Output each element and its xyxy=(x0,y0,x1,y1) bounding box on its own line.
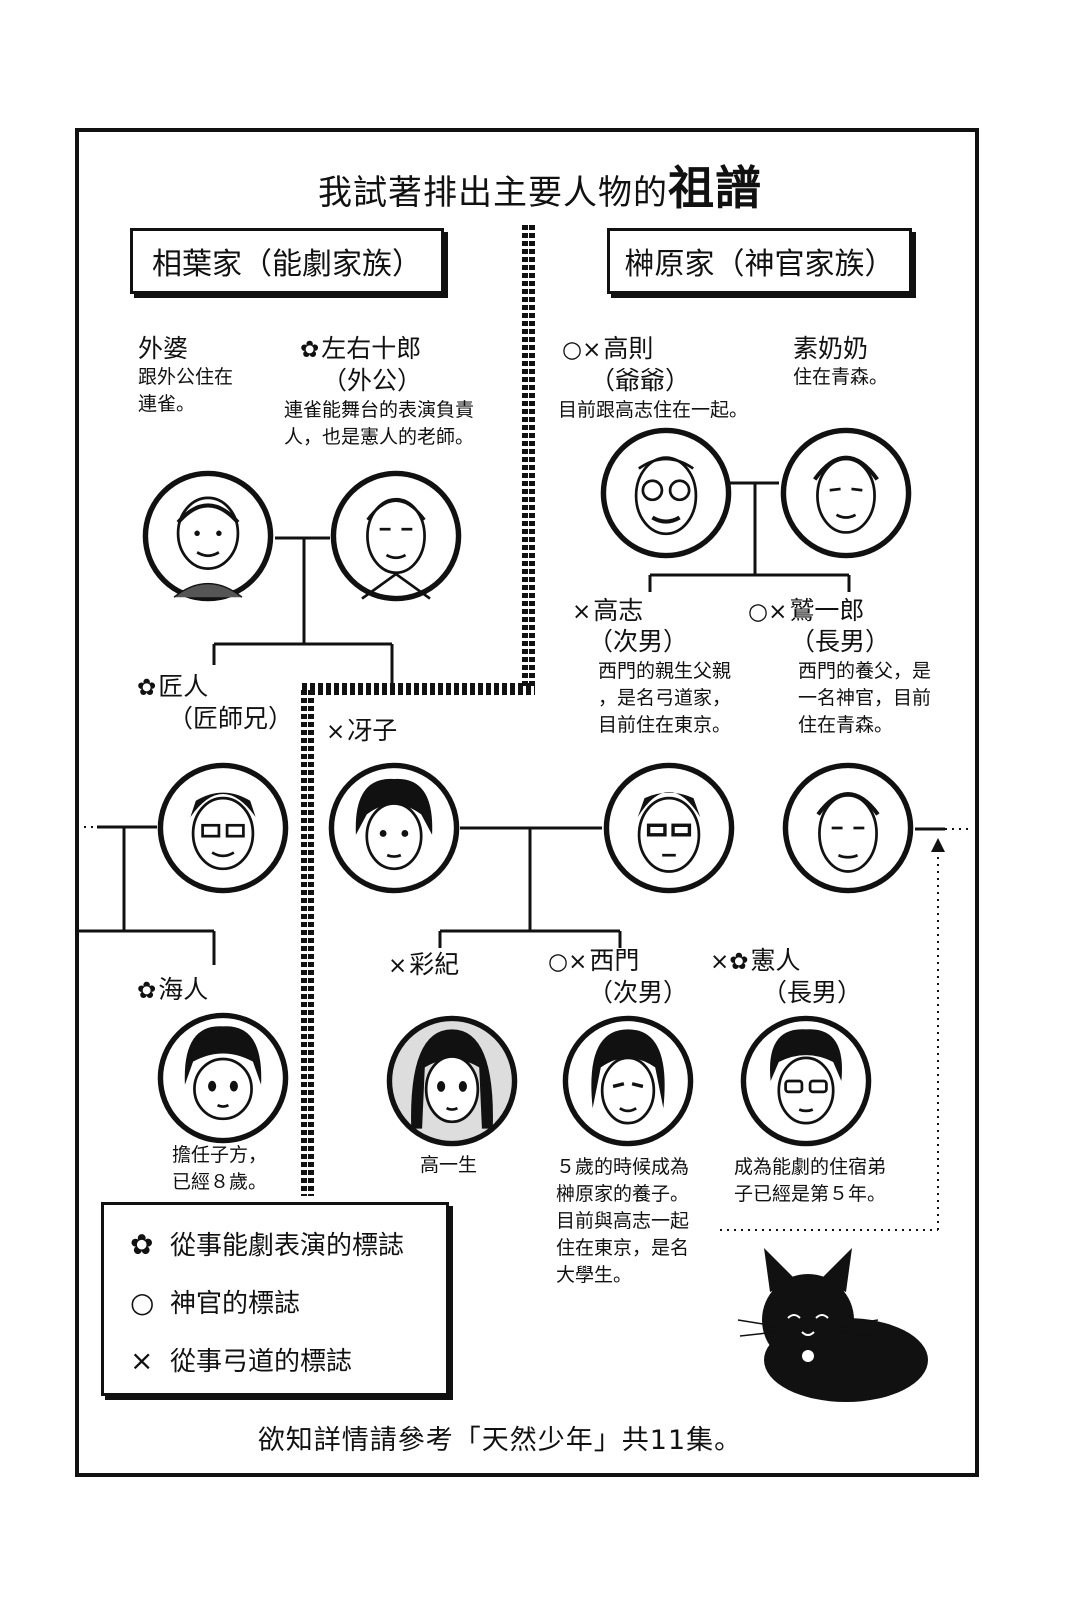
noh-mark-icon: ✿ xyxy=(300,337,320,363)
desc-washiichiro: 西門的養父，是一名神官，目前住在青森。 xyxy=(798,660,932,736)
name-saki: ×彩紀 xyxy=(388,950,460,979)
desc-kento: 成為能劇的住宿弟子已經是第５年。 xyxy=(734,1156,887,1205)
legend-noh: ✿從事能劇表演的標誌 xyxy=(130,1228,405,1261)
desc-takashi: 西門的親生父親，是名弓道家，目前住在東京。 xyxy=(598,660,732,736)
portrait-takashi xyxy=(601,760,737,896)
name-saeko: ×冴子 xyxy=(326,716,398,745)
family-label-aiba: 相葉家（能劇家族） xyxy=(130,228,444,294)
role-takashi: （次男） xyxy=(588,627,689,656)
archery-mark-icon: × xyxy=(326,719,346,745)
name-kento: ×✿憲人 xyxy=(710,946,801,975)
desc-saimon: ５歲的時候成為榊原家的養子。目前與高志一起住在東京，是名大學生。 xyxy=(556,1156,690,1286)
role-washiichiro: （長男） xyxy=(790,627,891,656)
portrait-saeko xyxy=(326,760,462,896)
archery-noh-mark-icon: ×✿ xyxy=(710,949,749,975)
desc-saki: 高一生 xyxy=(420,1154,478,1176)
archery-mark-icon: × xyxy=(130,1344,154,1377)
role-sayujuro: （外公） xyxy=(322,366,423,395)
priest-mark-icon: ○ xyxy=(130,1286,155,1319)
page-title: 我試著排出主要人物的祖譜 xyxy=(160,152,920,218)
name-washiichiro: ○×鷲一郎 xyxy=(748,596,865,625)
legend-priest: ○神官的標誌 xyxy=(130,1286,301,1319)
legend-archery: ×從事弓道的標誌 xyxy=(130,1344,353,1377)
desc-motonai: 住在青森。 xyxy=(793,366,889,388)
name-takumi: ✿匠人 xyxy=(137,672,209,701)
archery-mark-icon: × xyxy=(388,953,408,979)
title-text: 我試著排出主要人物的 xyxy=(318,173,668,213)
page-frame xyxy=(75,128,979,1477)
portrait-grandmother xyxy=(140,468,276,604)
role-saimon: （次男） xyxy=(588,978,689,1007)
priest-archery-mark-icon: ○× xyxy=(548,949,588,975)
name-sayujuro: ✿左右十郎 xyxy=(300,334,422,363)
footer-note: 欲知詳情請參考「天然少年」共11集。 xyxy=(257,1425,743,1456)
desc-takanori: 目前跟高志住在一起。 xyxy=(558,399,749,421)
family-label-sakakibara: 榊原家（神官家族） xyxy=(607,228,912,294)
archery-mark-icon: × xyxy=(572,599,592,625)
priest-archery-mark-icon: ○× xyxy=(562,337,602,363)
title-emphasis: 祖譜 xyxy=(668,161,762,215)
desc-sayujuro: 連雀能舞台的表演負責人，也是憲人的老師。 xyxy=(284,399,475,448)
portrait-saimon xyxy=(560,1013,696,1149)
portrait-takanori xyxy=(598,425,734,561)
name-takanori: ○×高則 xyxy=(562,334,654,363)
portrait-washiichiro xyxy=(780,760,916,896)
name-grandmother: 外婆 xyxy=(138,334,189,363)
black-cat-illustration xyxy=(737,1248,928,1402)
priest-archery-mark-icon: ○× xyxy=(748,599,788,625)
desc-kaito: 擔任子方，已經８歲。 xyxy=(172,1144,268,1193)
role-kento: （長男） xyxy=(762,978,863,1007)
portrait-kento xyxy=(738,1013,874,1149)
portrait-saki xyxy=(384,1013,520,1149)
noh-mark-icon: ✿ xyxy=(137,978,157,1004)
name-kaito: ✿海人 xyxy=(137,975,209,1004)
noh-mark-icon: ✿ xyxy=(137,675,157,701)
role-takanori: （爺爺） xyxy=(590,366,691,395)
role-takumi: （匠師兄） xyxy=(168,704,294,733)
name-takashi: ×高志 xyxy=(572,596,644,625)
legend: ✿從事能劇表演的標誌 ○神官的標誌 ×從事弓道的標誌 xyxy=(101,1202,449,1396)
portrait-sayujuro xyxy=(328,468,464,604)
portrait-motonai xyxy=(778,425,914,561)
noh-mark-icon: ✿ xyxy=(130,1228,154,1261)
name-saimon: ○×西門 xyxy=(548,946,640,975)
portrait-takumi xyxy=(155,760,291,896)
name-motonai: 素奶奶 xyxy=(793,334,869,363)
desc-grandmother: 跟外公住在連雀。 xyxy=(138,366,234,415)
portrait-kaito xyxy=(155,1010,291,1146)
